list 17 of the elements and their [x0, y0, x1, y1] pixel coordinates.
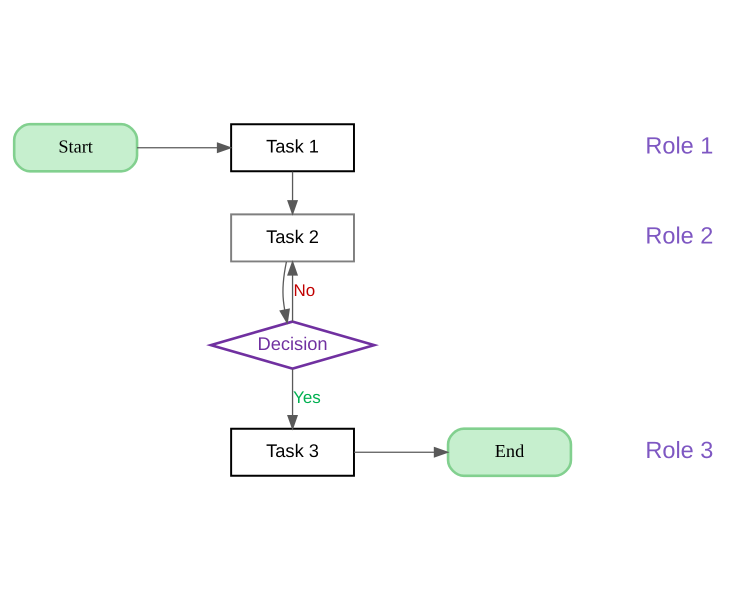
node-box: Task 3	[230, 428, 355, 477]
node-box: End	[446, 427, 572, 478]
node-box: Start	[12, 122, 138, 173]
node-diamond: Decision	[206, 320, 379, 370]
arrow	[137, 142, 233, 154]
arrow	[287, 369, 298, 431]
node-box: Task 1	[230, 123, 355, 172]
label: Role 3	[645, 437, 714, 463]
node-box: Task 2	[230, 213, 355, 262]
arrow	[287, 172, 298, 216]
label: Role 1	[645, 132, 714, 158]
edge-label: Yes	[293, 388, 321, 408]
edge-label: No	[293, 280, 316, 300]
arrow	[279, 262, 290, 325]
arrow	[354, 446, 450, 458]
arrow	[287, 260, 298, 322]
label: Role 2	[645, 222, 714, 249]
